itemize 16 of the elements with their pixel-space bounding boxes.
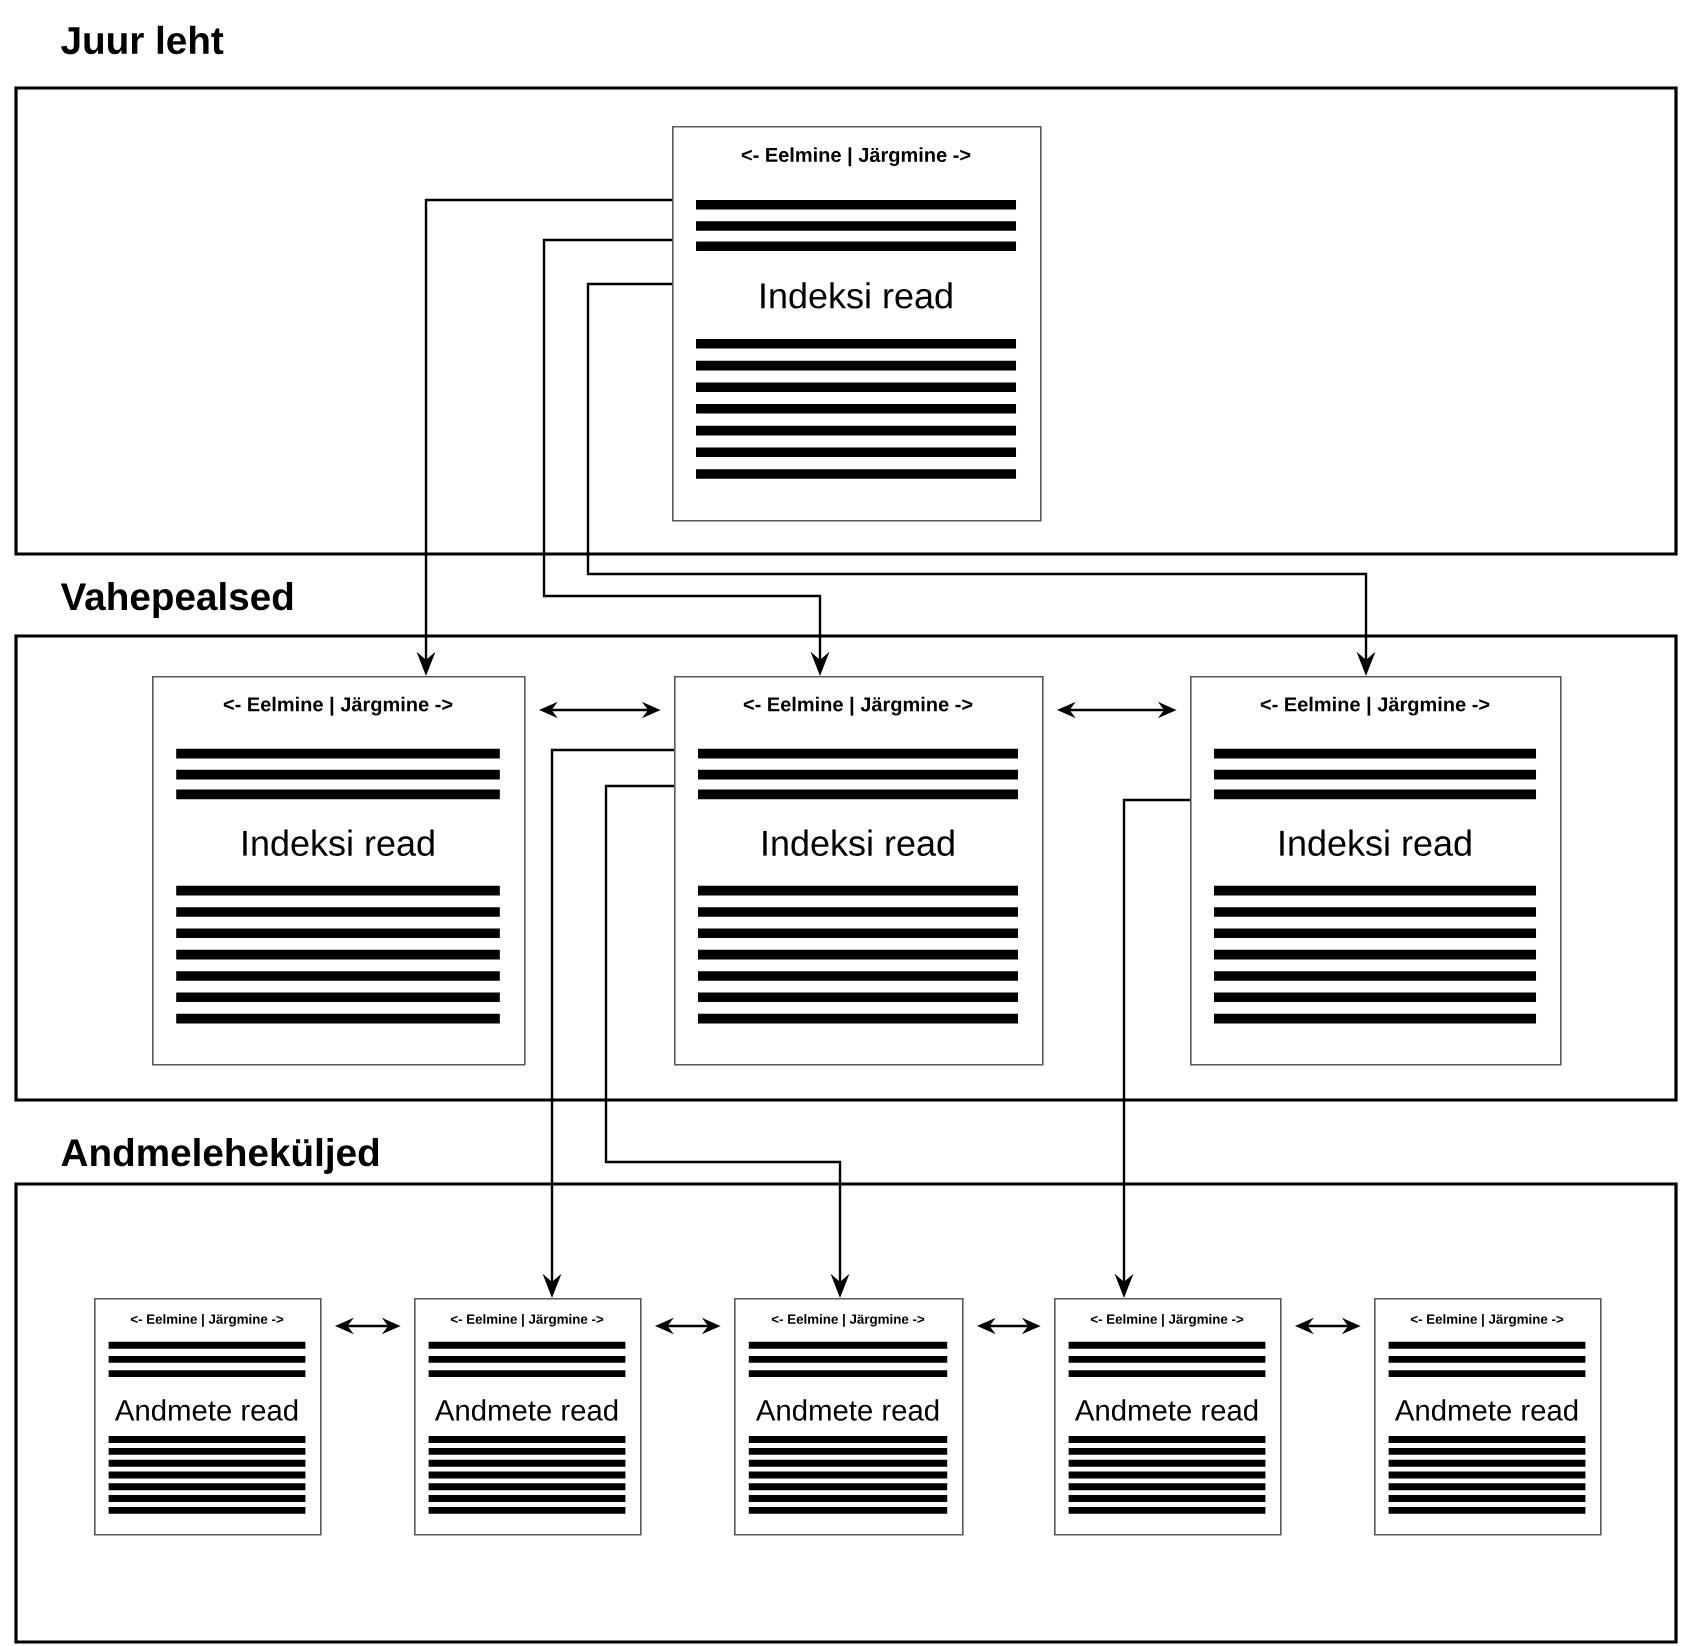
page-label: Indeksi read (243, 829, 434, 856)
page-label: Andmete read (114, 1399, 298, 1421)
navigation-text: <- Eelmine | Järgmine -> (743, 696, 973, 716)
section-heading: Juur leht (61, 25, 224, 55)
page-label: Indeksi read (1280, 829, 1471, 856)
page-label: Andmete read (1394, 1399, 1578, 1421)
page-label: Andmete read (1074, 1399, 1258, 1421)
page-label: Indeksi read (761, 282, 952, 309)
navigation-text: <- Eelmine | Järgmine -> (1260, 696, 1490, 716)
navigation-text: <- Eelmine | Järgmine -> (223, 696, 453, 716)
navigation-text: <- Eelmine | Järgmine -> (741, 147, 971, 167)
page-label: Andmete read (434, 1399, 618, 1421)
page-label: Indeksi read (763, 829, 954, 856)
section-heading: Vahepealsed (60, 581, 293, 618)
section-heading: Andmeleheküljed (61, 1137, 379, 1174)
page-label: Andmete read (755, 1399, 939, 1421)
